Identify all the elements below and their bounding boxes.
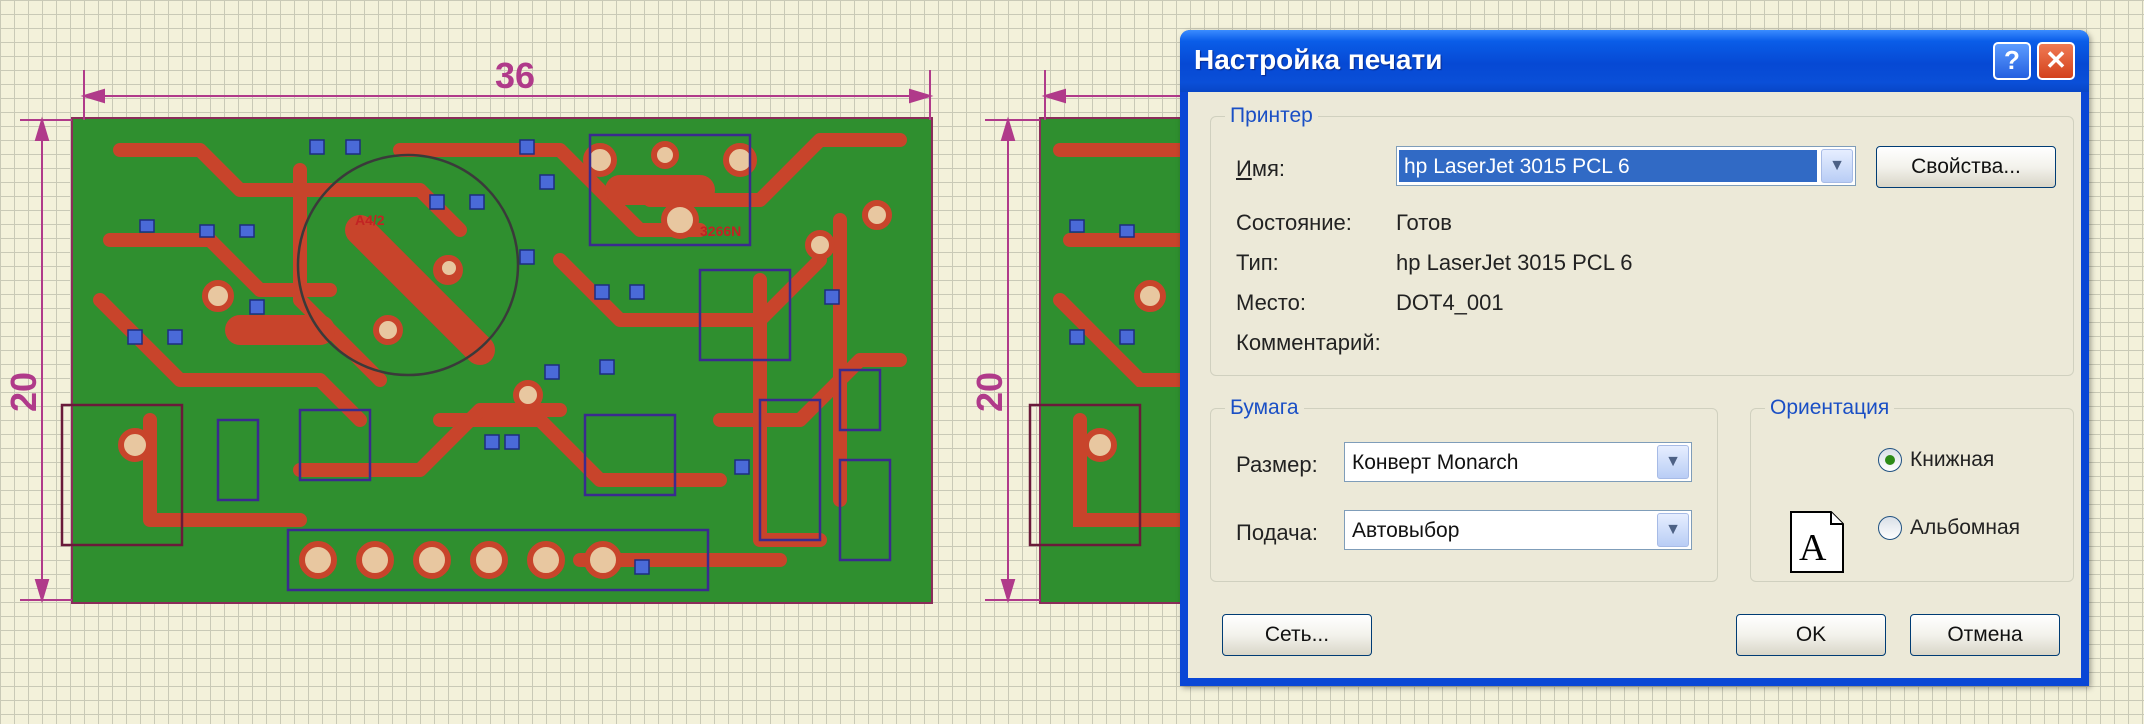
dropdown-arrow-icon[interactable]: ▼ — [1821, 149, 1853, 183]
paper-source-value: Автовыбор — [1352, 519, 1460, 542]
board-label-a4: A4/2 — [355, 212, 385, 228]
network-button[interactable]: Сеть... — [1222, 614, 1372, 656]
printer-type-value: hp LaserJet 3015 PCL 6 — [1396, 250, 1633, 275]
dialog-title: Настройка печати — [1194, 44, 1443, 75]
dialog-titlebar[interactable]: Настройка печати ? ✕ — [1180, 30, 2089, 92]
pcb-board-right — [1028, 117, 1191, 604]
printer-comment-label: Комментарий: — [1236, 330, 1381, 355]
dimension-height-label-left: 20 — [3, 372, 44, 412]
printer-name-label: Имя: — [1236, 156, 1285, 181]
dimension-lines — [20, 70, 934, 604]
paper-group-label: Бумага — [1225, 396, 1304, 420]
printer-status-label: Состояние: — [1236, 210, 1352, 235]
dimension-width-label: 36 — [495, 55, 535, 96]
dropdown-arrow-icon[interactable]: ▼ — [1657, 513, 1689, 547]
paper-group: Бумага — [1210, 396, 1718, 582]
printer-name-selection: hp LaserJet 3015 PCL 6 — [1399, 150, 1817, 182]
printer-type-label: Тип: — [1236, 250, 1279, 275]
orientation-group-label: Ориентация — [1765, 396, 1895, 420]
paper-size-value: Конверт Monarch — [1352, 451, 1519, 474]
landscape-radio[interactable] — [1878, 516, 1902, 540]
printer-location-value: DOT4_001 — [1396, 290, 1504, 315]
properties-button[interactable]: Свойства... — [1876, 146, 2056, 188]
portrait-label[interactable]: Книжная — [1910, 448, 1995, 471]
page-orientation-icon: A — [1790, 511, 1844, 573]
dialog-client-area: Принтер Имя: hp LaserJet 3015 PCL 6 ▼ Св… — [1188, 92, 2081, 678]
paper-size-select[interactable]: Конверт Monarch ▼ — [1344, 442, 1692, 482]
printer-group: Принтер — [1210, 104, 2074, 376]
printer-status-value: Готов — [1396, 210, 1452, 235]
landscape-label[interactable]: Альбомная — [1910, 516, 2020, 539]
close-icon[interactable]: ✕ — [2037, 42, 2075, 80]
printer-name-value: hp LaserJet 3015 PCL 6 — [1404, 155, 1630, 178]
paper-source-select[interactable]: Автовыбор ▼ — [1344, 510, 1692, 550]
board-label-3266n: 3266N — [700, 223, 741, 239]
portrait-radio[interactable] — [1878, 448, 1902, 472]
printer-location-label: Место: — [1236, 290, 1306, 315]
print-setup-dialog: Настройка печати ? ✕ Принтер Имя: hp Las… — [1180, 30, 2089, 686]
orientation-group: Ориентация — [1750, 396, 2074, 582]
paper-source-label: Подача: — [1236, 520, 1318, 545]
svg-text:A: A — [1799, 527, 1827, 569]
portrait-radio-dot — [1885, 455, 1895, 465]
pcb-board-left: 3266N A4/2 — [60, 117, 933, 604]
printer-group-label: Принтер — [1225, 104, 1318, 128]
cancel-button[interactable]: Отмена — [1910, 614, 2060, 656]
printer-name-select[interactable]: hp LaserJet 3015 PCL 6 ▼ — [1396, 146, 1856, 186]
dimension-height-label-right: 20 — [969, 372, 1010, 412]
ok-button[interactable]: OK — [1736, 614, 1886, 656]
paper-size-label: Размер: — [1236, 452, 1318, 477]
dropdown-arrow-icon[interactable]: ▼ — [1657, 445, 1689, 479]
help-icon[interactable]: ? — [1993, 42, 2031, 80]
